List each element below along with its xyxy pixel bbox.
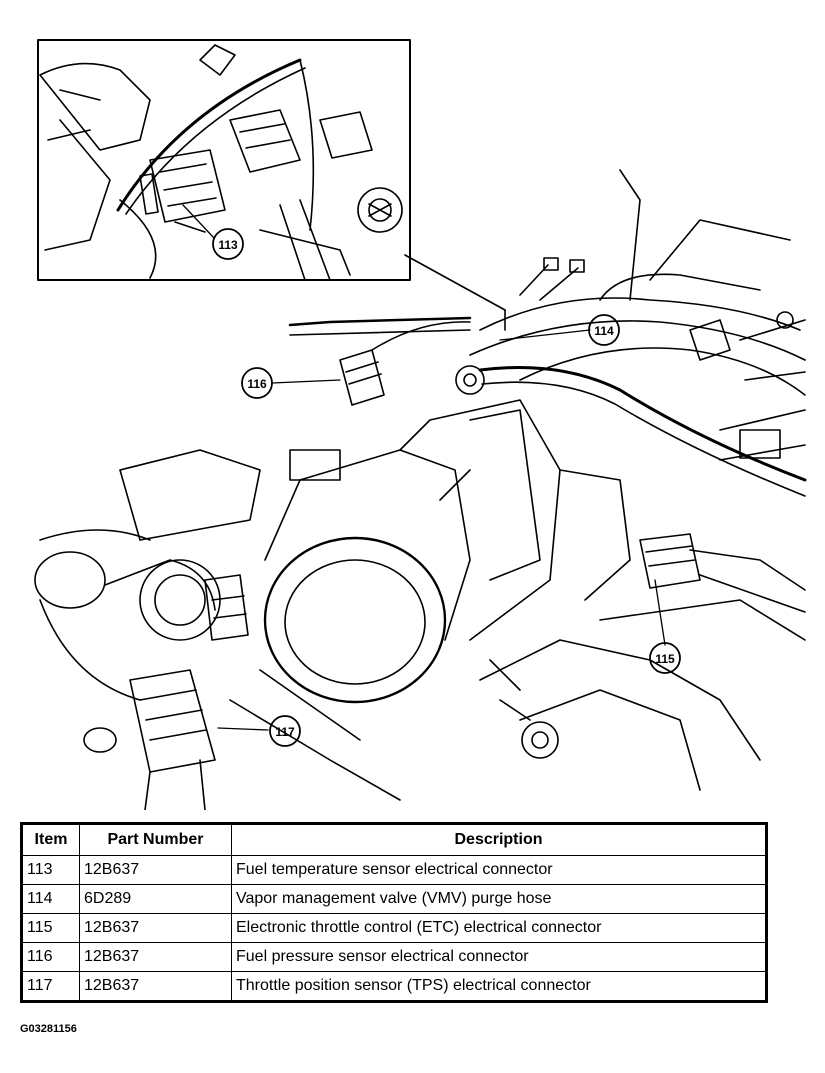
parts-table: Item Part Number Description 113 12B637 … xyxy=(20,822,768,1003)
table-row: 117 12B637 Throttle position sensor (TPS… xyxy=(21,971,767,1002)
description-cell: Throttle position sensor (TPS) electrica… xyxy=(231,971,767,1002)
inset-detail xyxy=(39,44,403,281)
callout-circle-115 xyxy=(649,642,681,674)
part-number-cell: 12B637 xyxy=(79,855,232,885)
table-header-row: Item Part Number Description xyxy=(21,823,767,856)
callout-label-117: 117 xyxy=(275,725,295,739)
callout-circle-113 xyxy=(212,228,244,260)
description-cell: Fuel temperature sensor electrical conne… xyxy=(231,855,767,885)
part-number-cell: 12B637 xyxy=(79,971,232,1002)
figure-id: G03281156 xyxy=(20,1023,77,1035)
part-number-cell: 12B637 xyxy=(79,942,232,972)
engine-diagram: 113 114 115 116 117 xyxy=(34,39,807,810)
callout-label-116: 116 xyxy=(247,377,267,391)
description-cell: Vapor management valve (VMV) purge hose xyxy=(231,884,767,914)
main-engine-detail xyxy=(34,169,807,810)
part-number-cell: 12B637 xyxy=(79,913,232,943)
callout-circle-114 xyxy=(588,314,620,346)
engine-line-drawing: 113 114 115 116 117 xyxy=(34,39,807,810)
table-row: 115 12B637 Electronic throttle control (… xyxy=(21,913,767,943)
inset-frame xyxy=(37,39,411,281)
item-cell: 113 xyxy=(21,855,80,885)
description-cell: Fuel pressure sensor electrical connecto… xyxy=(231,942,767,972)
callout-label-113: 113 xyxy=(218,238,238,252)
table-row: 114 6D289 Vapor management valve (VMV) p… xyxy=(21,884,767,914)
header-description: Description xyxy=(231,823,767,856)
leader-lines xyxy=(182,204,666,731)
item-cell: 114 xyxy=(21,884,80,914)
header-item: Item xyxy=(21,823,80,856)
description-cell: Electronic throttle control (ETC) electr… xyxy=(231,913,767,943)
callout-label-114: 114 xyxy=(594,324,614,338)
callout-circle-116 xyxy=(241,367,273,399)
part-number-cell: 6D289 xyxy=(79,884,232,914)
callout-label-115: 115 xyxy=(655,652,675,666)
callout-circle-117 xyxy=(269,715,301,747)
header-part-number: Part Number xyxy=(79,823,232,856)
item-cell: 115 xyxy=(21,913,80,943)
item-cell: 117 xyxy=(21,971,80,1002)
table-row: 116 12B637 Fuel pressure sensor electric… xyxy=(21,942,767,972)
item-cell: 116 xyxy=(21,942,80,972)
table-row: 113 12B637 Fuel temperature sensor elect… xyxy=(21,855,767,885)
